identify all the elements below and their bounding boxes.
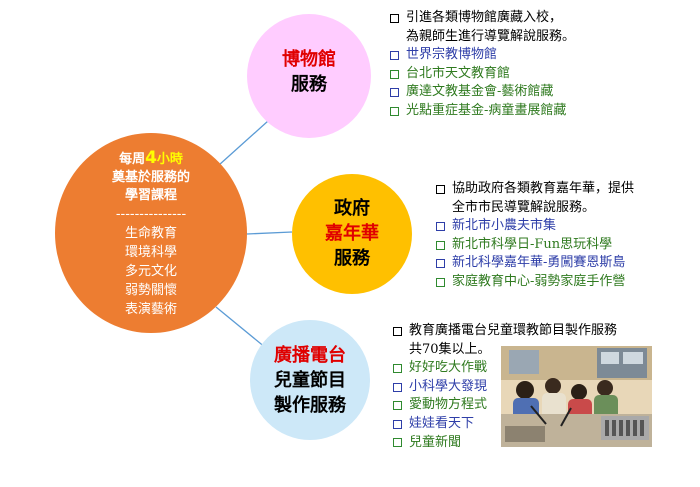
list-item: 世界宗教博物館 <box>390 46 575 65</box>
checkbox-icon <box>390 69 399 79</box>
museum-label: 博物館 <box>282 49 336 70</box>
radio-label-service: 製作服務 <box>274 395 346 416</box>
course-topic: 多元文化 <box>124 264 177 279</box>
museum-intro: 引進各類博物館廣藏入校， <box>390 9 575 28</box>
carnival-label-service: 服務 <box>334 248 370 269</box>
checkbox-icon <box>393 363 402 373</box>
carnival-intro: 協助政府各類教育嘉年華，提供 <box>436 180 634 199</box>
course-topic: 生命教育 <box>124 226 177 241</box>
connector-carnival <box>246 231 293 235</box>
checkbox-icon <box>436 221 445 231</box>
list-item: 廣達文教基金會-藝術館藏 <box>390 83 575 102</box>
carnival-label: 嘉年華 <box>325 223 379 244</box>
list-item: 新北市小農夫市集 <box>436 217 634 236</box>
museum-intro-cont: 為親師生進行導覽解說服務。 <box>406 28 576 44</box>
checkbox-icon <box>393 382 402 392</box>
carnival-intro-cont: 全市市民導覽解說服務。 <box>452 199 596 215</box>
course-title: 每周4小時 奠基於服務的 學習課程 <box>55 149 247 205</box>
course-divider: --------------- <box>115 207 187 222</box>
radio-label: 廣播電台 <box>274 345 346 366</box>
list-item: 新北科學嘉年華-勇闖賽恩斯島 <box>436 254 634 273</box>
checkbox-icon <box>390 106 399 116</box>
list-item: 兒童新聞 <box>393 434 617 453</box>
radio-intro-cont: 共70集以上。 <box>409 341 491 357</box>
list-item: 娃娃看天下 <box>393 415 617 434</box>
checkbox-icon <box>390 13 399 23</box>
checkbox-icon <box>393 401 402 411</box>
list-item: 光點重症基金-病童畫展館藏 <box>390 102 575 121</box>
list-item: 小科學大發現 <box>393 378 617 397</box>
course-topic: 表演藝術 <box>124 302 177 317</box>
radio-studio-photo <box>501 346 652 447</box>
connector-museum <box>218 120 269 166</box>
course-title-line2: 奠基於服務的 <box>111 170 190 185</box>
museum-service-list: 引進各類博物館廣藏入校， 為親師生進行導覽解說服務。 世界宗教博物館 台北市天文… <box>390 9 575 121</box>
central-course-circle: 每周4小時 奠基於服務的 學習課程 --------------- 生命教育 環… <box>55 133 247 333</box>
museum-service-circle: 博物館 服務 <box>247 14 371 138</box>
course-topic: 環境科學 <box>124 245 177 260</box>
carnival-service-circle: 政府 嘉年華 服務 <box>292 174 412 294</box>
carnival-service-list: 協助政府各類教育嘉年華，提供 全市市民導覽解說服務。 新北市小農夫市集 新北市科… <box>436 180 634 292</box>
course-topic-list: 生命教育 環境科學 多元文化 弱勢關懷 表演藝術 <box>55 224 247 319</box>
radio-label-program: 兒童節目 <box>274 370 346 391</box>
course-title-line3: 學習課程 <box>124 188 177 203</box>
list-item: 台北市天文教育館 <box>390 65 575 84</box>
radio-service-list: 教育廣播電台兒童環教節目製作服務 共70集以上。 好好吃大作戰 小科學大發現 愛… <box>393 322 617 452</box>
list-item: 新北市科學日-Fun思玩科學 <box>436 236 634 255</box>
radio-intro: 教育廣播電台兒童環教節目製作服務 <box>393 322 617 341</box>
checkbox-icon <box>436 184 445 194</box>
checkbox-icon <box>393 419 402 429</box>
connector-radio <box>215 306 267 349</box>
list-item: 愛動物方程式 <box>393 396 617 415</box>
list-item: 好好吃大作戰 <box>393 359 617 378</box>
radio-service-circle: 廣播電台 兒童節目 製作服務 <box>250 320 370 440</box>
list-item: 家庭教育中心-弱勢家庭手作營 <box>436 273 634 292</box>
checkbox-icon <box>436 240 445 250</box>
checkbox-icon <box>390 88 399 98</box>
course-topic: 弱勢關懷 <box>124 283 177 298</box>
carnival-label-gov: 政府 <box>334 198 370 219</box>
checkbox-icon <box>436 259 445 269</box>
museum-label-service: 服務 <box>291 74 327 95</box>
checkbox-icon <box>393 438 402 448</box>
checkbox-icon <box>436 277 445 287</box>
checkbox-icon <box>390 50 399 60</box>
course-title-line1: 每周4小時 <box>119 148 183 168</box>
checkbox-icon <box>393 326 402 336</box>
